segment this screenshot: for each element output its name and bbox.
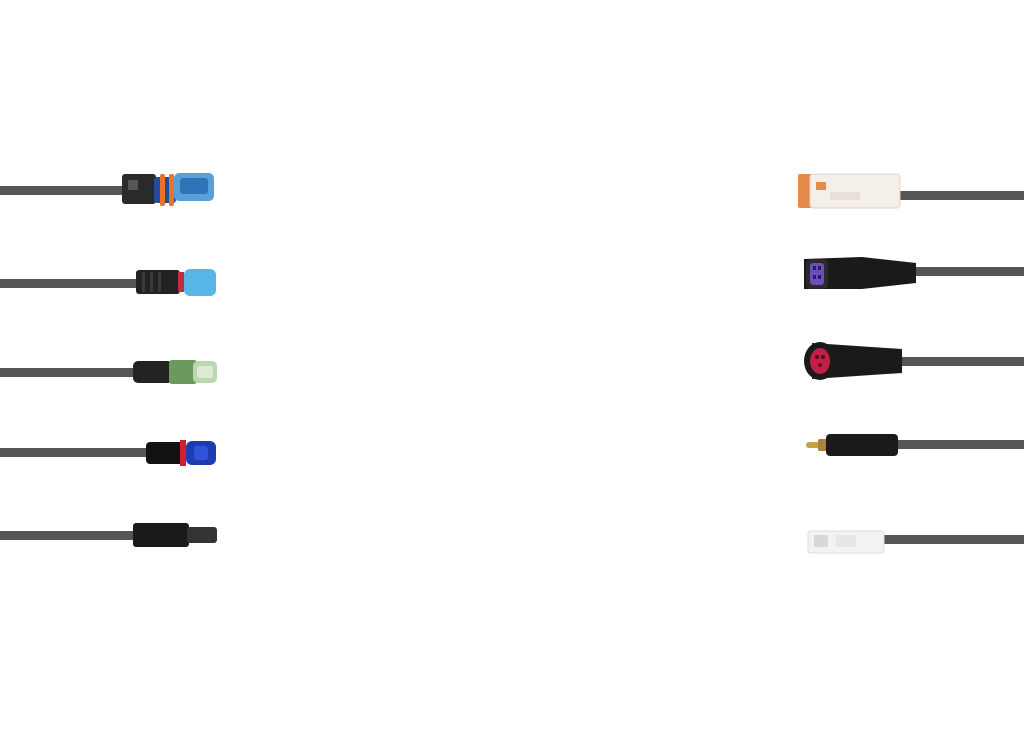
cable-right-1 — [900, 191, 1024, 200]
cable-left-1 — [0, 186, 130, 195]
connector-purple-face — [802, 253, 920, 295]
cable-right-2 — [912, 267, 1024, 276]
connector-white-small — [806, 526, 886, 556]
cable-left-4 — [0, 448, 150, 457]
cable-left-3 — [0, 368, 138, 377]
connector-brass-pin — [804, 430, 900, 460]
connector-green — [131, 356, 221, 388]
cable-right-3 — [898, 357, 1024, 366]
connector-blue-red — [144, 438, 220, 468]
cable-left-2 — [0, 279, 140, 288]
connector-red-face — [802, 339, 904, 383]
connector-light-blue — [134, 266, 220, 300]
cable-right-5 — [880, 535, 1024, 544]
connector-white-orange — [796, 170, 906, 214]
connector-black — [131, 520, 221, 550]
cable-right-4 — [894, 440, 1024, 449]
cable-left-5 — [0, 531, 138, 540]
connector-blue-orange — [118, 168, 223, 212]
